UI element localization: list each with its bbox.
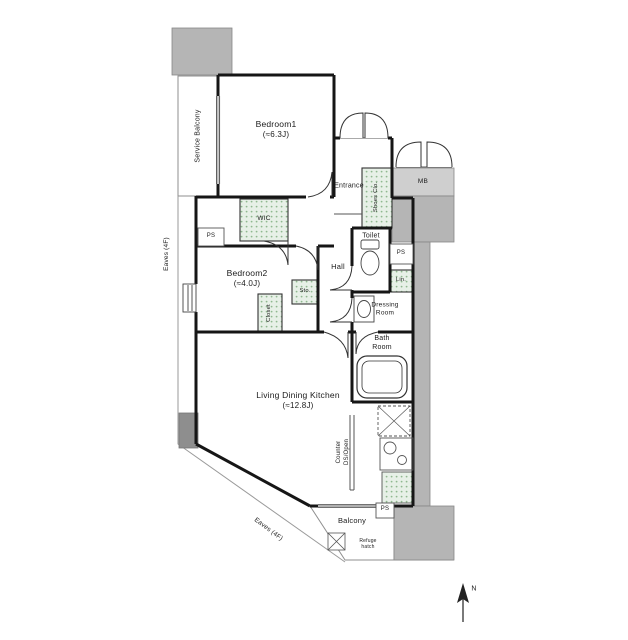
refuge-hatch-icon (327, 532, 346, 551)
room-label-hall: Hall (331, 262, 345, 272)
refrigerator-cross-lines (377, 405, 411, 437)
room-label-service-balcony: Service Balcony (194, 109, 202, 163)
sink-icon (383, 441, 397, 455)
bedroom1-window (216, 96, 221, 184)
label-ps-bottom: PS (380, 506, 390, 513)
room-label-bath-room: Bath Room (372, 334, 392, 351)
label-eaves-left: Eaves (4F) (162, 237, 170, 271)
room-label-meter-box: MB (417, 177, 429, 185)
room-size-ldk: (≈12.8J) (282, 401, 314, 411)
structure-wall-right (412, 241, 431, 507)
bedroom2-bay-window (182, 283, 197, 313)
label-refuge-hatch: Refuge hatch (359, 538, 377, 550)
room-name-bedroom1: Bedroom1 (255, 119, 297, 130)
room-label-storage: Sto. (299, 288, 311, 295)
label-north: N (471, 585, 477, 593)
mb-door-right-arc (426, 141, 453, 168)
room-label-dressing-room: Dressing Room (371, 301, 399, 317)
bathtub-icon (356, 355, 408, 399)
dressing-door-arc (329, 297, 353, 323)
kitchen-unit (379, 437, 414, 471)
closet-area (257, 293, 283, 333)
ps-boxes (197, 227, 414, 519)
ps-box-right (389, 243, 414, 265)
bedroom2-door-arc (295, 245, 319, 271)
kitchen-fixtures (349, 405, 414, 491)
toilet-fixture-icon (360, 239, 380, 276)
room-name-bedroom2: Bedroom2 (226, 268, 268, 279)
entrance-door-right-arc (364, 112, 389, 139)
room-label-closet: Closet (266, 304, 273, 322)
room-label-bedroom2: Bedroom2 (≈4.0J) (227, 257, 268, 301)
entrance-door-left-arc (339, 112, 364, 139)
label-ps-upper-left: PS (206, 233, 216, 240)
bath-door-arc (355, 331, 379, 355)
door-swing-arcs (263, 171, 379, 359)
wic-door-arc (263, 240, 289, 266)
washstand-icon (353, 295, 375, 323)
label-kitchen-counter: Counter DS/Open (336, 438, 350, 466)
toilet-door-arc (329, 265, 353, 291)
structure-block-top-left (171, 27, 233, 76)
kitchen-storage-area (381, 471, 413, 504)
structure-block-bottom-right (393, 505, 455, 561)
room-name-ldk: Living Dining Kitchen (256, 390, 340, 401)
structure-block-left (178, 412, 199, 449)
ldk-balcony-window (318, 504, 378, 508)
ps-box-bottom (375, 502, 395, 519)
room-label-toilet: Toilet (362, 232, 380, 240)
bedroom2-window-panes (187, 285, 193, 311)
room-label-wic: WIC (257, 214, 271, 222)
meter-box-area (391, 167, 455, 197)
room-label-ldk: Living Dining Kitchen (≈12.8J) (256, 379, 340, 423)
room-label-shoes-closet: Shoes Clo. (373, 181, 380, 213)
room-size-bedroom1: (≈6.3J) (262, 130, 290, 140)
counter-line (349, 415, 355, 491)
refrigerator-space-icon (377, 405, 411, 437)
entrance-door-swings (339, 112, 453, 168)
bedroom1-door-arc (307, 171, 333, 198)
label-ps-right: PS (396, 250, 406, 257)
room-label-entrance: Entrance (334, 182, 364, 190)
burner-icon (397, 455, 407, 465)
ps-box-upper-left (197, 227, 225, 247)
service-balcony-area (177, 75, 219, 197)
structure-block-right-top (391, 195, 455, 243)
storage-area (291, 279, 319, 305)
north-arrow-icon (457, 583, 469, 622)
room-label-bedroom1: Bedroom1 (≈6.3J) (256, 108, 297, 152)
room-label-linen: Lin. (395, 277, 407, 284)
room-label-balcony: Balcony (337, 516, 367, 526)
mb-door-left-arc (395, 141, 422, 168)
ldk-door-arc (323, 331, 349, 359)
eaves-outline (177, 196, 346, 563)
room-size-bedroom2: (≈4.0J) (233, 279, 261, 289)
